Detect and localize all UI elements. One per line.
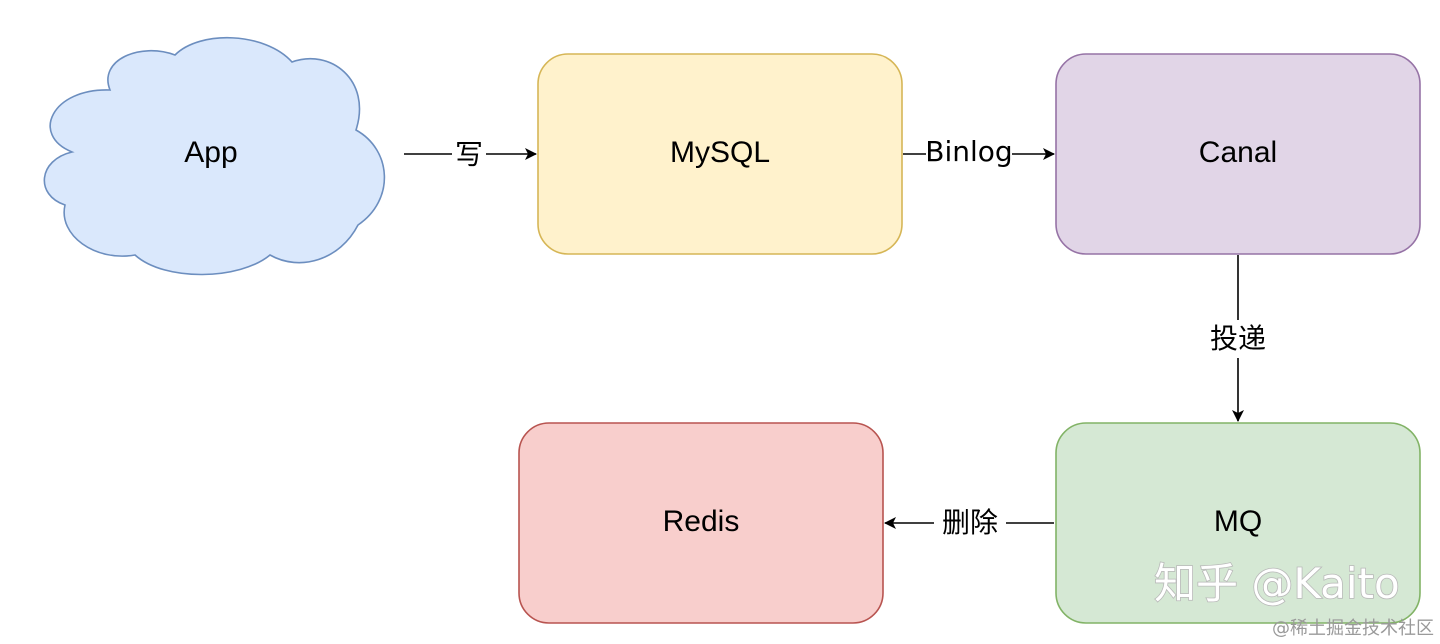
mysql-box: [537, 53, 903, 255]
edge-app-to-mysql-label: 写: [455, 138, 483, 171]
mysql-node: MySQL: [537, 53, 903, 255]
canal-label: Canal: [1199, 136, 1277, 169]
redis-node: Redis: [518, 422, 884, 624]
juejin-watermark: @稀土掘金技术社区: [1272, 618, 1434, 639]
edge-canal-to-mq-label: 投递: [1210, 322, 1266, 355]
edge-mysql-to-canal-label: Binlog: [925, 135, 1012, 168]
edge-mq-to-redis-label: 删除: [942, 506, 998, 539]
mq-box: [1055, 422, 1421, 624]
edge-mq-to-redis: 删除: [884, 505, 1054, 541]
redis-box: [518, 422, 884, 624]
edge-mysql-to-canal: Binlog: [903, 135, 1055, 170]
mq-node: MQ: [1055, 422, 1421, 624]
redis-label: Redis: [663, 505, 740, 538]
edge-app-to-mysql: 写: [404, 138, 537, 171]
mysql-label: MySQL: [670, 136, 770, 169]
edge-canal-to-mq: 投递: [1202, 255, 1274, 422]
canal-box: [1055, 53, 1421, 255]
zhihu-watermark: 知乎 @Kaito: [1154, 559, 1400, 608]
app-node: App: [43, 37, 386, 276]
mq-label: MQ: [1214, 505, 1262, 538]
canal-node: Canal: [1055, 53, 1421, 255]
app-cloud-shape: [43, 37, 386, 276]
app-label: App: [184, 136, 237, 169]
